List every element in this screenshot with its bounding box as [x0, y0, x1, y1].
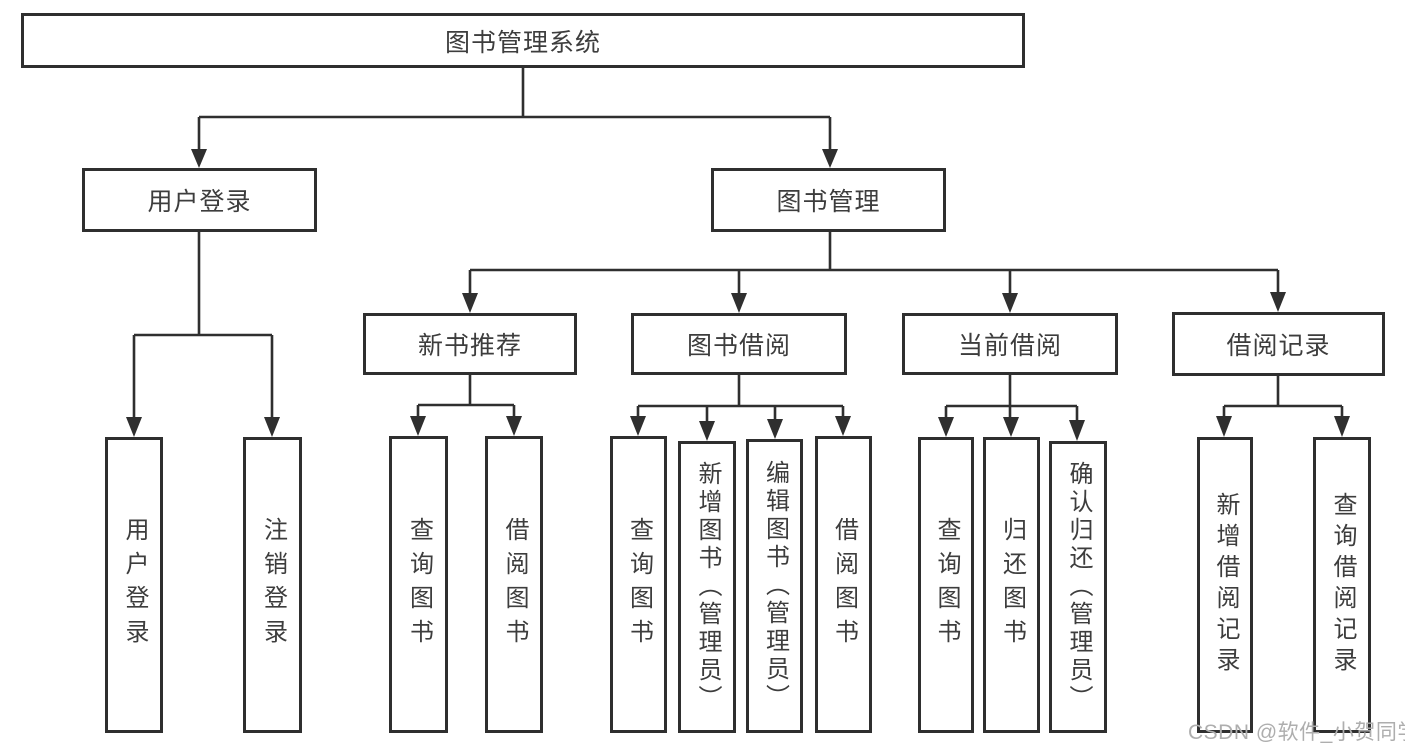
node-br-add-record: 新增借阅记录	[1197, 437, 1253, 733]
leaf-label: 查询图书	[405, 516, 433, 653]
node-bb-edit-books-admin: 编辑图书（管理员）	[746, 439, 803, 733]
node-nbr-query-books: 查询图书	[389, 436, 448, 733]
edge-borrow-record-children	[1216, 376, 1350, 437]
leaf-label: 查询借阅记录	[1329, 492, 1356, 678]
node-nbr-borrow-books: 借阅图书	[485, 436, 543, 733]
node-book-mgmt: 图书管理	[711, 168, 946, 232]
node-cb-return-books: 归还图书	[983, 437, 1040, 733]
leaf-label: 查询图书	[933, 517, 960, 653]
node-new-book-rec: 新书推荐	[363, 313, 577, 375]
edge-book-borrow-children	[630, 375, 851, 441]
leaf-label: 归还图书	[998, 517, 1026, 653]
node-cb-confirm-return-admin: 确认归还（管理员）	[1049, 441, 1107, 733]
node-root: 图书管理系统	[21, 13, 1025, 68]
node-borrow-record: 借阅记录	[1172, 312, 1385, 376]
leaf-label: 新增图书（管理员）	[694, 461, 721, 713]
node-leaf-logout: 注销登录	[243, 437, 302, 733]
node-bb-borrow-books: 借阅图书	[815, 436, 872, 733]
leaf-label: 新增借阅记录	[1212, 492, 1239, 678]
node-cb-query-books: 查询图书	[918, 437, 974, 733]
edge-book-mgmt-children	[462, 232, 1286, 313]
node-leaf-user-login: 用户登录	[105, 437, 163, 733]
node-book-borrow: 图书借阅	[631, 313, 847, 375]
node-current-borrow: 当前借阅	[902, 313, 1118, 375]
leaf-label: 确认归还（管理员）	[1065, 461, 1092, 713]
node-user-login: 用户登录	[82, 168, 317, 232]
leaf-label: 查询图书	[625, 516, 653, 653]
node-bb-query-books: 查询图书	[610, 436, 667, 733]
edge-new-book-rec-children	[410, 375, 522, 436]
edge-root-to-row2	[191, 68, 838, 168]
leaf-label: 用户登录	[121, 517, 148, 653]
edge-user-login-children	[126, 232, 280, 437]
watermark: CSDN @软件_小贺同学	[1188, 721, 1405, 744]
node-br-query-record: 查询借阅记录	[1313, 437, 1371, 733]
leaf-label: 借阅图书	[830, 516, 858, 653]
leaf-label: 注销登录	[259, 517, 287, 653]
node-bb-add-books-admin: 新增图书（管理员）	[678, 441, 736, 733]
leaf-label: 编辑图书（管理员）	[761, 460, 789, 712]
edge-current-borrow-children	[938, 375, 1085, 441]
leaf-label: 借阅图书	[501, 516, 528, 653]
